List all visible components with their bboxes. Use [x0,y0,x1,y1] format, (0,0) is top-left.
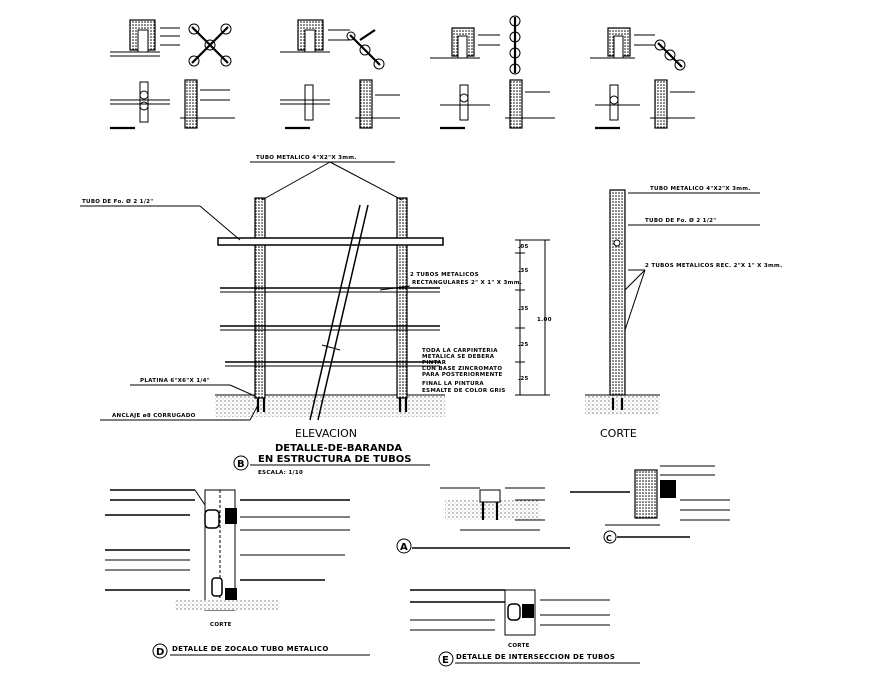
section-view: TUBO METALICO 4"X2"X 3mm. TUBO DE Fo. Ø … [585,186,782,440]
detail-a-marker: A [400,542,408,553]
label-top-tube: TUBO METALICO 4"X2"X 3mm. [256,155,357,161]
joint-detail-1 [110,19,235,130]
svg-text:PARA POSTERIORMENTE: PARA POSTERIORMENTE [422,372,503,378]
svg-text:.25: .25 [518,342,529,348]
detail-e-title: DETALLE DE INTERSECCION DE TUBOS [456,653,615,661]
dimension-chain: .05 .35 .35 .25 .25 1.00 [515,239,552,396]
post-left [254,197,266,399]
joint-detail-3 [430,15,555,130]
svg-text:FINAL LA PINTURA: FINAL LA PINTURA [422,381,484,387]
leader-line [261,161,331,201]
svg-text:TODA LA CARPINTERIA: TODA LA CARPINTERIA [422,348,498,354]
detail-e: CORTE E DETALLE DE INTERSECCION DE TUBOS [410,589,640,667]
section-post [609,189,626,396]
detail-d: CORTE D DETALLE DE ZOCALO TUBO METALICO [105,489,370,659]
detail-d-title: DETALLE DE ZOCALO TUBO METALICO [172,645,329,653]
detail-b-title: B DETALLE-DE-BARANDA EN ESTRUCTURA DE TU… [233,443,430,476]
section-label-pipe: TUBO DE Fo. Ø 2 1/2" [645,217,716,224]
ground-fill [215,395,445,417]
svg-text:.05: .05 [518,244,529,250]
detail-c-marker: C [606,534,612,543]
joint-detail-2 [280,19,400,130]
detail-e-marker: E [442,655,449,666]
detail-c: C [570,465,730,544]
detail-a: A [396,487,570,554]
top-tube [217,237,444,246]
svg-text:PINTAR: PINTAR [422,360,447,366]
label-rect-tubes-2: RECTANGULARES 2" X 1" X 3mm. [412,280,522,286]
svg-text:.35: .35 [518,306,529,312]
elevation-title: ELEVACION [295,427,357,440]
detail-b-title-line2: EN ESTRUCTURA DE TUBOS [258,454,411,465]
detail-b-title-line1: DETALLE-DE-BARANDA [275,443,402,454]
top-detail-row [110,15,695,130]
svg-text:ESMALTE DE COLOR GRIS: ESMALTE DE COLOR GRIS [422,388,506,394]
joint-detail-4 [590,27,695,130]
svg-text:.35: .35 [518,268,529,274]
section-label-top-tube: TUBO METALICO 4"X2"X 3mm. [650,186,751,192]
label-plate: PLATINA 6"X6"X 1/4" [140,378,210,384]
section-title: CORTE [600,427,637,440]
svg-text:1.00: 1.00 [537,317,552,323]
detail-e-corte: CORTE [508,643,530,649]
svg-text:.25: .25 [518,376,529,382]
svg-text:METALICA SE DEBERA: METALICA SE DEBERA [422,354,495,360]
label-pipe: TUBO DE Fo. Ø 2 1/2" [82,198,153,205]
elevation-view: TUBO METALICO 4"X2"X 3mm. TUBO DE Fo. Ø … [80,155,552,440]
detail-b-scale: ESCALA: 1/10 [258,470,303,476]
detail-d-marker: D [156,647,164,658]
label-rect-tubes-1: 2 TUBOS METALICOS [410,272,479,278]
detail-b-marker: B [237,459,245,470]
svg-text:CON BASE ZINCROMATO: CON BASE ZINCROMATO [422,366,502,372]
post-right [396,197,408,399]
label-anchor: ANCLAJE ø8 CORRUGADO [112,413,196,419]
section-label-rect-tubes: 2 TUBOS METALICOS REC. 2"X 1" X 3mm. [645,263,782,269]
detail-d-corte: CORTE [210,622,232,628]
paint-note: TODA LA CARPINTERIA METALICA SE DEBERA P… [422,348,506,394]
